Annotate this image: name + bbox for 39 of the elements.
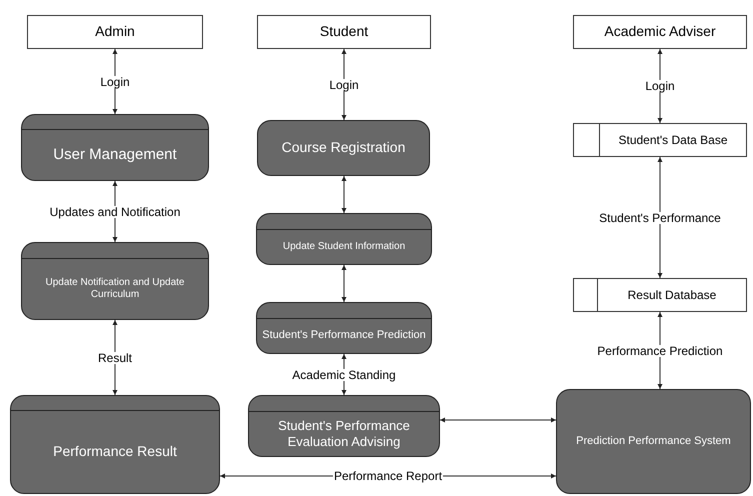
- process-box: [21, 242, 209, 320]
- external-entity-box: [27, 15, 203, 49]
- process-box: [10, 395, 220, 494]
- process-box: [256, 302, 432, 354]
- external-entity-box: [257, 15, 431, 49]
- edge-label: Updates and Notification: [48, 206, 182, 218]
- edge-label: Student's Performance: [598, 212, 722, 224]
- node-label: Student's Performance Evaluation Advising: [277, 418, 411, 450]
- node-label: Academic Adviser: [604, 23, 716, 41]
- node-label: Student: [320, 23, 368, 41]
- node-label: Course Registration: [282, 139, 406, 157]
- edge-label: Login: [328, 78, 360, 90]
- edge-label: Performance Prediction: [596, 344, 724, 356]
- node-label: Student's Performance Prediction: [262, 329, 426, 343]
- data-store-box: [573, 278, 747, 312]
- data-store-box: [573, 123, 747, 157]
- edge-label: Academic Standing: [291, 368, 397, 380]
- external-entity-box: [573, 15, 747, 49]
- node-label: Performance Result: [53, 443, 177, 461]
- edge-label: Result: [97, 352, 133, 364]
- edge-label: Performance Report: [332, 470, 444, 482]
- arrow: [440, 418, 556, 422]
- process-box: [257, 120, 430, 176]
- node-label: Admin: [95, 23, 135, 41]
- edge-label: Login: [644, 80, 676, 92]
- process-box: [248, 395, 440, 457]
- node-label: Result Database: [628, 288, 716, 302]
- node-label: Update Student Information: [282, 240, 406, 254]
- arrow: [342, 176, 346, 214]
- process-box: [21, 114, 209, 181]
- arrow: [342, 264, 346, 302]
- process-box: [556, 389, 751, 494]
- node-label: Student's Data Base: [618, 132, 728, 148]
- edge-label: Login: [99, 76, 131, 88]
- node-label: User Management: [53, 146, 177, 164]
- process-box: [256, 213, 432, 265]
- arrow: [658, 156, 662, 278]
- node-label: Prediction Performance System: [576, 434, 731, 448]
- node-label: Update Notification and Update Curriculum: [44, 276, 186, 302]
